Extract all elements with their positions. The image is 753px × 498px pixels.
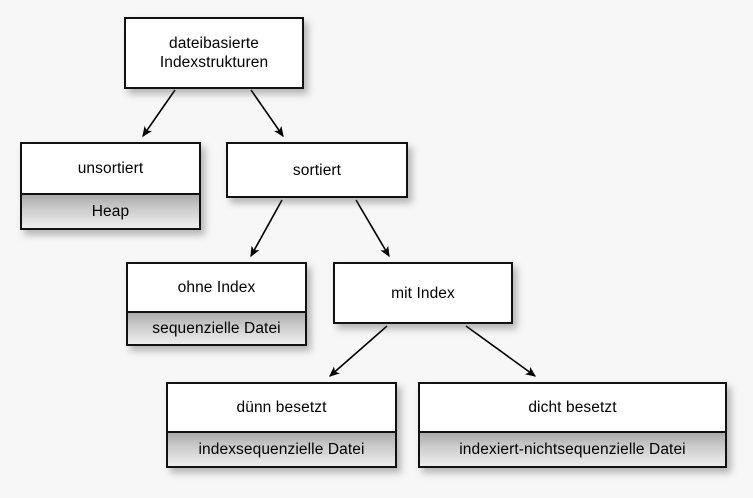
node-mit-index[interactable]: mit Index <box>333 262 513 324</box>
node-implementation: indexsequenzielle Datei <box>168 431 395 466</box>
edge-root-to-sorted <box>250 89 284 138</box>
edge-sorted-to-no-index <box>250 199 283 258</box>
edge-with-index-to-sparse <box>329 325 388 377</box>
node-unsortiert[interactable]: unsortiert Heap <box>20 142 201 230</box>
node-title: sortiert <box>228 144 406 196</box>
node-implementation: sequenzielle Datei <box>128 311 305 344</box>
node-title: unsortiert <box>22 144 199 193</box>
node-dicht-besetzt[interactable]: dicht besetzt indexiert-nichtsequenziell… <box>418 382 727 468</box>
node-title: dicht besetzt <box>420 384 725 431</box>
node-title: dateibasierte Indexstrukturen <box>126 19 302 87</box>
node-implementation: indexiert-nichtsequenzielle Datei <box>420 431 725 466</box>
node-title: dünn besetzt <box>168 384 395 431</box>
edge-with-index-to-dense <box>465 325 537 377</box>
node-ohne-index[interactable]: ohne Index sequenzielle Datei <box>126 262 307 346</box>
edge-root-to-unsorted <box>142 89 176 138</box>
node-title: mit Index <box>335 264 511 322</box>
node-title: ohne Index <box>128 264 305 311</box>
node-sortiert[interactable]: sortiert <box>226 142 408 198</box>
node-dateibasierte-indexstrukturen[interactable]: dateibasierte Indexstrukturen <box>124 17 304 89</box>
edge-sorted-to-with-index <box>355 199 390 258</box>
node-duenn-besetzt[interactable]: dünn besetzt indexsequenzielle Datei <box>166 382 397 468</box>
node-implementation: Heap <box>22 193 199 228</box>
